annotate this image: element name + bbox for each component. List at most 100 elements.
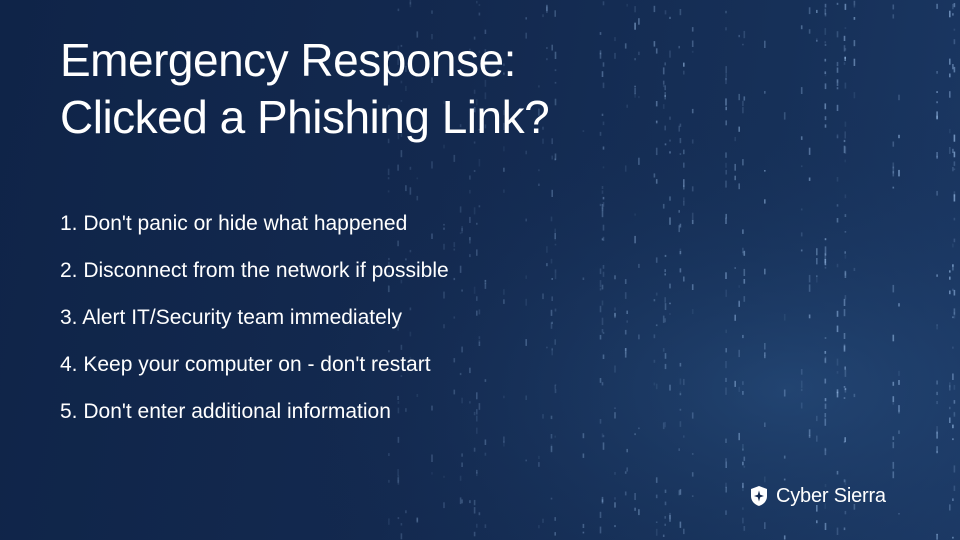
- rain-dot: [634, 213, 636, 216]
- rain-dot: [387, 65, 390, 70]
- rain-dot: [892, 436, 895, 440]
- rain-dot: [388, 453, 390, 456]
- rain-dot: [725, 162, 727, 168]
- rain-dot: [953, 384, 956, 390]
- rain-dot: [764, 91, 766, 94]
- rain-dot: [601, 71, 604, 77]
- rain-dot: [844, 214, 847, 217]
- rain-dot: [550, 445, 553, 453]
- rain-dot: [614, 307, 616, 311]
- rain-dot: [734, 314, 736, 321]
- rain-dot: [638, 427, 640, 430]
- rain-dot: [952, 424, 954, 429]
- title-line-2: Clicked a Phishing Link?: [60, 91, 550, 143]
- rain-dot: [478, 342, 481, 346]
- rain-dot: [484, 379, 487, 382]
- rain-dot: [691, 186, 694, 192]
- rain-dot: [844, 146, 847, 154]
- rain-dot: [725, 361, 727, 369]
- rain-dot: [626, 310, 628, 314]
- rain-dot: [469, 73, 471, 77]
- rain-dot: [843, 45, 846, 52]
- rain-dot: [551, 189, 553, 197]
- rain-dot: [664, 353, 667, 359]
- rain-dot: [459, 497, 462, 505]
- rain-dot: [469, 48, 471, 51]
- rain-dot: [634, 493, 636, 500]
- rain-dot: [949, 73, 951, 78]
- rain-dot: [469, 237, 471, 241]
- rain-dot: [546, 58, 548, 61]
- rain-dot: [824, 503, 827, 509]
- rain-dot: [824, 3, 827, 8]
- rain-dot: [683, 435, 685, 438]
- rain-dot: [476, 472, 478, 477]
- rain-dot: [525, 339, 527, 346]
- rain-dot: [469, 216, 471, 223]
- rain-dot: [824, 337, 827, 339]
- rain-dot: [638, 157, 640, 165]
- rain-dot: [952, 13, 954, 16]
- rain-dot: [949, 417, 951, 423]
- rain-dot: [824, 522, 827, 530]
- rain-dot: [691, 495, 694, 497]
- rain-dot: [400, 533, 403, 540]
- rain-dot: [614, 497, 616, 500]
- rain-dot: [853, 267, 856, 271]
- rain-dot: [601, 499, 604, 504]
- rain-dot: [824, 484, 827, 488]
- rain-dot: [550, 434, 553, 439]
- rain-dot: [624, 348, 627, 351]
- rain-dot: [525, 32, 527, 39]
- rain-dot: [653, 382, 656, 386]
- rain-dot: [653, 41, 656, 47]
- rain-dot: [409, 249, 412, 253]
- rain-dot: [461, 226, 463, 231]
- rain-dot: [764, 268, 766, 275]
- rain-dot: [836, 325, 839, 333]
- rain-dot: [725, 348, 727, 353]
- rain-dot: [400, 523, 403, 526]
- rain-dot: [843, 309, 846, 317]
- rain-dot: [783, 112, 786, 120]
- rain-dot: [936, 430, 938, 434]
- rain-dot: [459, 475, 462, 481]
- rain-dot: [602, 271, 605, 277]
- rain-dot: [936, 101, 938, 104]
- rain-dot: [484, 62, 487, 69]
- rain-dot: [409, 2, 412, 8]
- rain-dot: [683, 70, 685, 75]
- rain-dot: [800, 380, 803, 388]
- rain-dot: [624, 329, 627, 335]
- rain-dot: [525, 150, 527, 155]
- rain-dot: [546, 263, 548, 267]
- rain-dot: [691, 453, 694, 455]
- rain-dot: [478, 309, 481, 315]
- rain-dot: [582, 453, 585, 458]
- rain-dot: [431, 454, 433, 462]
- rain-dot: [816, 505, 818, 512]
- rain-dot: [664, 10, 667, 15]
- rain-dot: [853, 92, 856, 99]
- rain-dot: [892, 442, 895, 449]
- rain-dot: [843, 145, 846, 154]
- rain-dot: [405, 185, 407, 192]
- rain-dot: [476, 427, 478, 434]
- rain-dot: [601, 113, 604, 116]
- rain-dot: [824, 103, 827, 110]
- rain-dot: [953, 39, 956, 45]
- rain-dot: [743, 268, 746, 276]
- response-steps-list: 1. Don't panic or hide what happened 2. …: [60, 200, 760, 435]
- rain-dot: [538, 169, 540, 172]
- rain-dot: [550, 497, 553, 500]
- rain-dot: [824, 448, 827, 451]
- rain-dot: [725, 510, 727, 515]
- rain-dot: [554, 232, 556, 239]
- rain-dot: [476, 296, 478, 301]
- rain-dot: [678, 448, 680, 451]
- rain-dot: [949, 276, 951, 280]
- rain-dot: [824, 252, 827, 261]
- rain-dot: [936, 152, 938, 159]
- rain-dot: [538, 525, 540, 529]
